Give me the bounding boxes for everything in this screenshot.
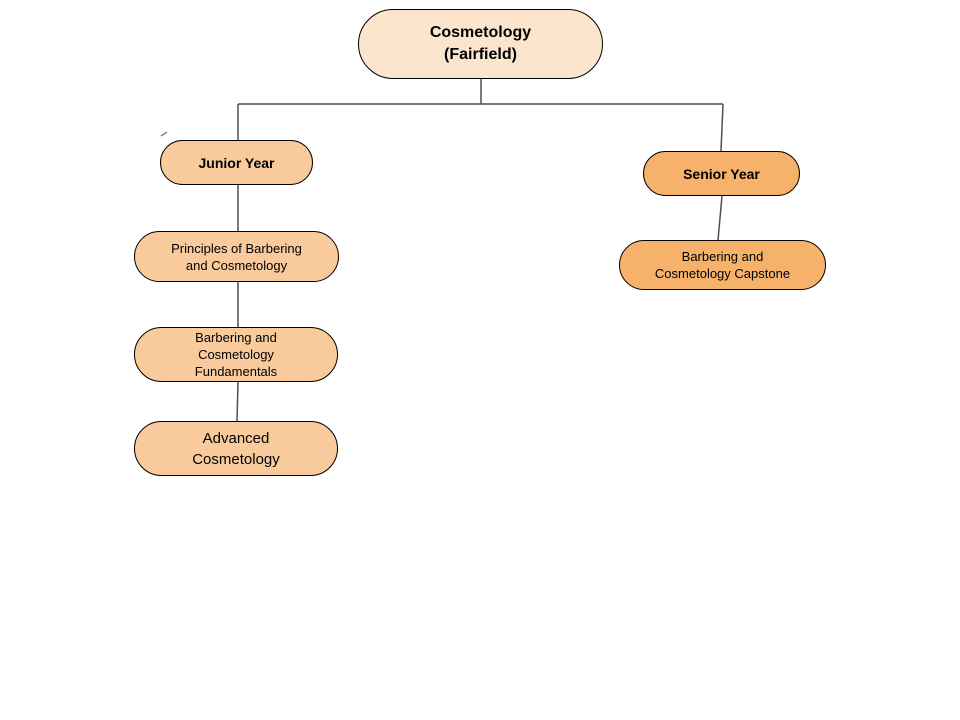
node-principles-of-barbering-label: Principles of Barbering and Cosmetology <box>171 240 302 273</box>
node-senior-year: Senior Year <box>643 151 800 196</box>
connector-senior-to-capstone <box>717 195 723 241</box>
connector-fundamentals-to-advanced <box>236 381 239 422</box>
node-advanced-cosmetology: Advanced Cosmetology <box>134 421 338 476</box>
connector-senior-drop <box>720 103 724 152</box>
node-capstone-label: Barbering and Cosmetology Capstone <box>654 249 791 281</box>
node-barbering-fundamentals-label: Barbering and Cosmetology Fundamentals <box>194 330 278 379</box>
node-junior-year: Junior Year <box>160 140 313 185</box>
node-cosmetology-fairfield-label: Cosmetology (Fairfield) <box>429 24 532 63</box>
node-senior-year-label: Senior Year <box>683 165 760 182</box>
node-capstone: Barbering and Cosmetology Capstone <box>619 240 826 290</box>
node-advanced-cosmetology-label: Advanced Cosmetology <box>192 429 280 468</box>
node-cosmetology-fairfield: Cosmetology (Fairfield) <box>358 9 603 79</box>
node-principles-of-barbering: Principles of Barbering and Cosmetology <box>134 231 339 282</box>
node-junior-year-label: Junior Year <box>198 154 275 171</box>
node-barbering-fundamentals: Barbering and Cosmetology Fundamentals <box>134 327 338 382</box>
stray-tick-mark <box>160 131 168 137</box>
